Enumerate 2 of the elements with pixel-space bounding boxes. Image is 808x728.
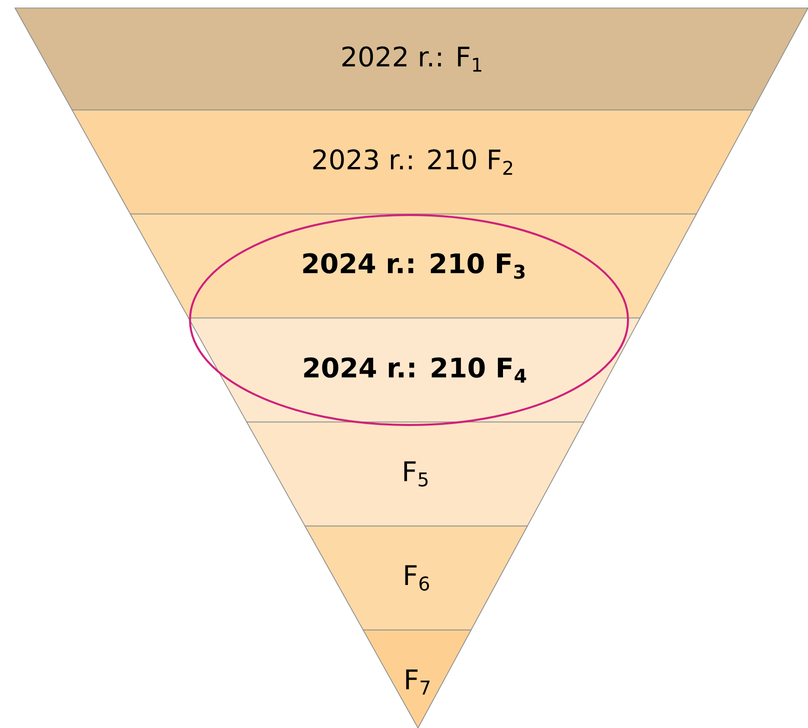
funnel-band: F$_{5}$ [246,422,584,526]
funnel-band: 2024 r.: 210 F$_{3}$ [130,214,698,318]
